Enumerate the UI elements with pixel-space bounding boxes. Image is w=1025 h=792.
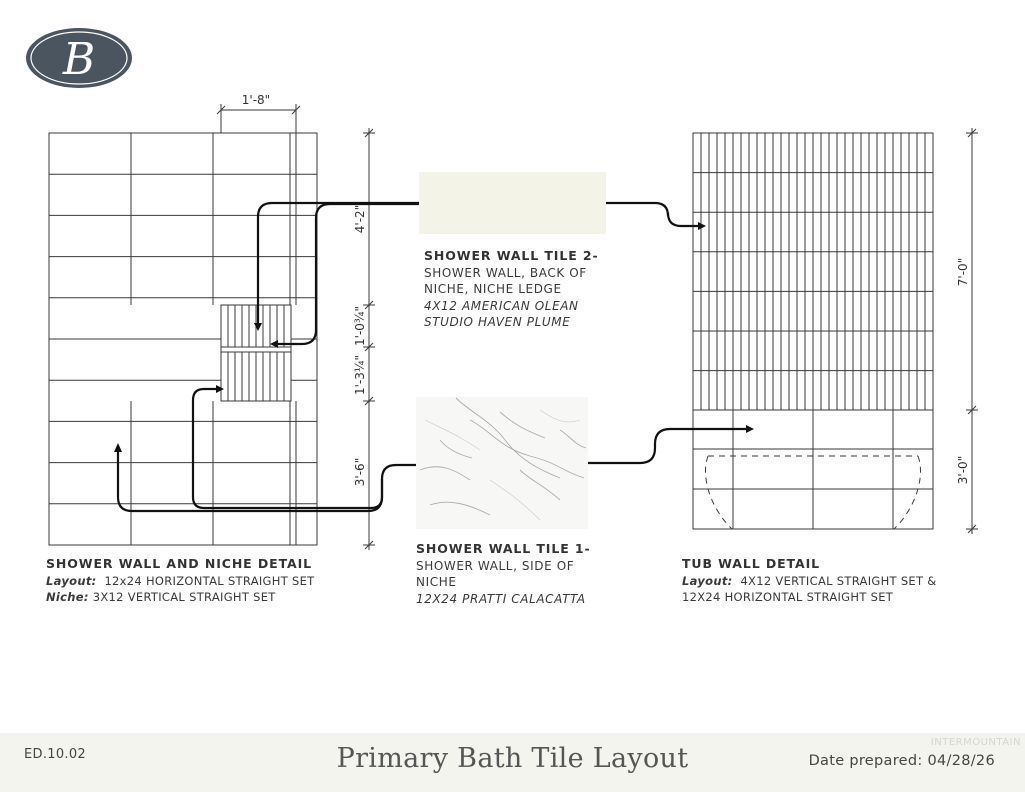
niche-elevation <box>220 304 292 402</box>
dim-niche-upper: 1'-0¾" <box>353 306 367 346</box>
arrow-tile2-to-tub <box>606 201 700 228</box>
tile2-line1: SHOWER WALL, BACK OF <box>424 265 587 280</box>
date-prepared: Date prepared: 04/28/26 <box>808 753 995 769</box>
dim-shower-lower: 3'-6" <box>353 458 367 486</box>
tile2-heading: SHOWER WALL TILE 2- <box>424 248 599 263</box>
brand-logo: B <box>26 28 132 88</box>
tile1-line1: SHOWER WALL, SIDE OF <box>416 558 575 573</box>
dim-top-width: 1'-8" <box>242 93 270 107</box>
dim-tick <box>364 540 374 550</box>
tile2-line2: NICHE, NICHE LEDGE <box>424 282 562 296</box>
dim-tick <box>364 300 374 310</box>
dim-tub-upper: 7'-0" <box>956 258 970 286</box>
tub-outline <box>705 455 733 530</box>
dim-niche-lower: 1'-3¼" <box>353 355 367 395</box>
dim-tick <box>364 342 374 352</box>
dim-tick <box>364 128 374 138</box>
tub-detail-label: TUB WALL DETAIL Layout: 4X12 VERTICAL ST… <box>682 556 937 606</box>
connector-arrows <box>114 201 754 513</box>
arrow-tile1-to-tub <box>588 427 748 465</box>
tile2-spec1: 4X12 AMERICAN OLEAN <box>424 298 579 313</box>
arrow-tile1-to-niche-side <box>191 387 384 510</box>
shower-heading: SHOWER WALL AND NICHE DETAIL <box>46 556 313 571</box>
tub-layout-value: 4X12 VERTICAL STRAIGHT SET & <box>740 573 937 588</box>
dim-tick <box>967 128 977 138</box>
tub-layout-value2: 12X24 HORIZONTAL STRAIGHT SET <box>682 590 894 604</box>
tile1-label: SHOWER WALL TILE 1- SHOWER WALL, SIDE OF… <box>416 541 591 607</box>
dim-tick <box>364 396 374 406</box>
drawing-code: ED.10.02 <box>24 747 86 762</box>
tile1-marble-swatch <box>416 397 588 529</box>
arrow-tile2-to-niche <box>256 201 419 325</box>
dim-tick <box>967 405 977 415</box>
tile2-swatch <box>419 172 606 234</box>
sheet-title: Primary Bath Tile Layout <box>336 743 689 774</box>
tile2-spec2: STUDIO HAVEN PLUME <box>424 315 571 329</box>
tile2-label: SHOWER WALL TILE 2- SHOWER WALL, BACK OF… <box>424 248 599 331</box>
shower-niche-value: 3X12 VERTICAL STRAIGHT SET <box>92 590 276 604</box>
arrow-tile2-to-ledge <box>276 202 419 346</box>
tub-wall-elevation <box>692 132 934 530</box>
shower-layout-label: Layout: <box>46 573 97 588</box>
tub-layout-label: Layout: <box>682 573 733 588</box>
shower-wall-elevation <box>48 132 318 546</box>
tub-heading: TUB WALL DETAIL <box>682 556 820 571</box>
dim-shower-upper: 4'-2" <box>353 205 367 233</box>
dim-tick <box>967 524 977 534</box>
shower-detail-label: SHOWER WALL AND NICHE DETAIL Layout: 12x… <box>46 556 314 606</box>
logo-letter: B <box>62 34 95 85</box>
arrow-tile1-to-shower <box>116 450 416 513</box>
tile1-spec: 12X24 PRATTI CALACATTA <box>416 591 586 606</box>
shower-niche-label: Niche: <box>46 590 89 604</box>
watermark: INTERMOUNTAIN <box>930 737 1021 748</box>
dim-tub-lower: 3'-0" <box>956 456 970 484</box>
footer-bar: ED.10.02 Primary Bath Tile Layout INTERM… <box>0 733 1025 792</box>
dimension-lines <box>216 104 978 550</box>
tile1-line2: NICHE <box>416 575 457 589</box>
shower-layout-value: 12x24 HORIZONTAL STRAIGHT SET <box>104 573 315 588</box>
tile1-heading: SHOWER WALL TILE 1- <box>416 541 591 556</box>
